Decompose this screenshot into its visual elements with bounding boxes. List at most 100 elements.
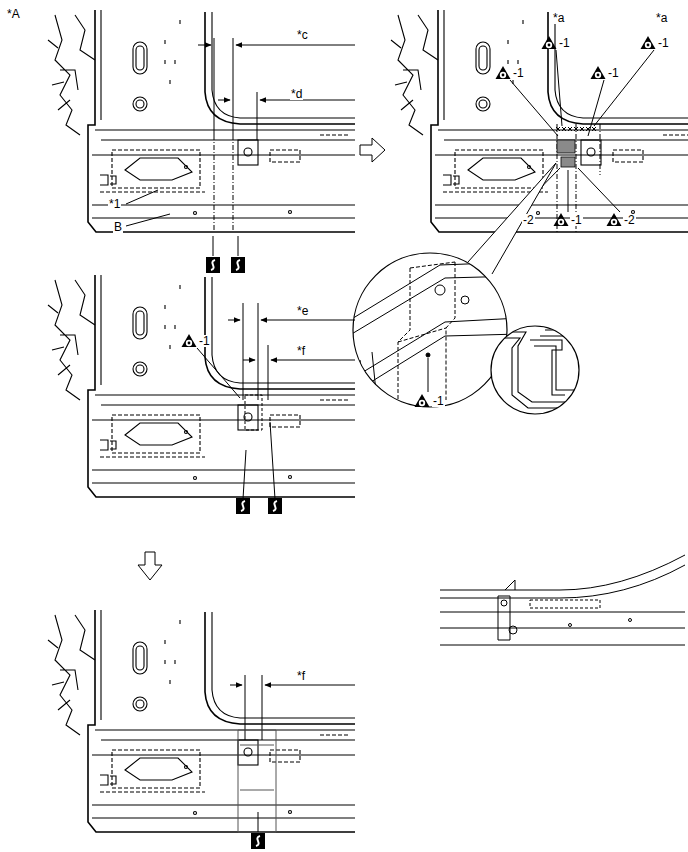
line-art bbox=[353, 253, 507, 407]
line-art bbox=[230, 685, 242, 686]
callout-label: *e bbox=[296, 305, 309, 317]
line-art bbox=[500, 330, 580, 408]
line-art bbox=[218, 100, 230, 101]
line-art bbox=[440, 555, 685, 590]
line-art bbox=[510, 50, 654, 136]
weld-count: -1 bbox=[512, 67, 525, 79]
line-art bbox=[213, 236, 238, 256]
line-art bbox=[557, 124, 600, 232]
line-art bbox=[260, 100, 355, 101]
panel-three bbox=[48, 275, 355, 514]
line-art bbox=[243, 360, 255, 361]
callout-label: *f bbox=[296, 670, 306, 682]
step-arrow bbox=[138, 552, 162, 580]
weld-count: -1 bbox=[432, 395, 445, 407]
line-art bbox=[428, 358, 429, 392]
line-art bbox=[491, 326, 579, 414]
weld-count: -1 bbox=[607, 67, 620, 79]
line-art bbox=[230, 675, 355, 832]
line-art bbox=[126, 38, 355, 256]
callout-label: *a bbox=[552, 12, 565, 24]
line-art bbox=[540, 330, 580, 336]
line-art bbox=[243, 422, 275, 499]
line-art bbox=[461, 296, 469, 304]
line-art bbox=[569, 624, 572, 627]
line-art bbox=[126, 190, 170, 226]
callout-label: *f bbox=[296, 345, 306, 357]
weld-count: -2 bbox=[522, 214, 535, 226]
symbol-instance bbox=[48, 275, 355, 497]
symbol-instance bbox=[415, 394, 430, 407]
line-art bbox=[265, 685, 355, 686]
weld-count: -1 bbox=[657, 37, 670, 49]
symbol-instance bbox=[48, 610, 355, 832]
line-art bbox=[228, 320, 240, 321]
callout-label: *d bbox=[290, 88, 303, 100]
line-art bbox=[243, 303, 268, 400]
symbol-instance bbox=[182, 334, 197, 347]
line-art bbox=[360, 352, 376, 396]
line-art bbox=[240, 745, 274, 790]
line-art bbox=[561, 157, 575, 167]
symbol-instance bbox=[231, 257, 245, 273]
rocker-detail bbox=[440, 555, 685, 645]
symbol-instance bbox=[554, 213, 569, 226]
line-art bbox=[238, 730, 276, 832]
line-art bbox=[557, 140, 575, 153]
line-art bbox=[501, 600, 507, 606]
callout-label: *a bbox=[655, 12, 668, 24]
callout-label: *c bbox=[296, 29, 309, 41]
symbol-instance bbox=[496, 66, 511, 79]
section-detail bbox=[491, 326, 580, 414]
line-art bbox=[271, 360, 355, 361]
line-art bbox=[198, 45, 211, 46]
line-art bbox=[214, 135, 233, 232]
line-art bbox=[534, 346, 580, 390]
symbol-instance bbox=[542, 36, 557, 49]
panel-one bbox=[48, 10, 355, 273]
line-art bbox=[197, 348, 240, 398]
line-art bbox=[500, 338, 580, 408]
symbol-instance bbox=[641, 36, 656, 49]
line-art bbox=[505, 580, 515, 590]
callout-label: *1 bbox=[108, 198, 121, 210]
line-art bbox=[530, 600, 600, 608]
weld-count: -1 bbox=[558, 37, 571, 49]
panel-four bbox=[48, 610, 355, 849]
symbol-instance bbox=[268, 498, 282, 514]
symbol-instance bbox=[48, 10, 355, 232]
line-art bbox=[261, 320, 355, 321]
line-art bbox=[258, 812, 259, 832]
line-art bbox=[214, 38, 257, 140]
callout-label: *A bbox=[6, 8, 21, 20]
line-art bbox=[410, 262, 455, 268]
panel-two bbox=[391, 10, 688, 232]
line-art bbox=[505, 332, 580, 402]
weld-count: B bbox=[113, 221, 123, 233]
line-art bbox=[426, 353, 430, 357]
line-art bbox=[197, 303, 355, 499]
line-art bbox=[440, 565, 685, 598]
symbol-instance bbox=[607, 213, 622, 226]
symbol-instance bbox=[591, 66, 606, 79]
line-art bbox=[398, 262, 455, 400]
symbol-instance bbox=[206, 257, 220, 273]
line-art bbox=[509, 626, 517, 634]
line-art bbox=[629, 619, 632, 622]
symbol-instance bbox=[391, 10, 688, 232]
line-art bbox=[435, 285, 445, 295]
weld-count: -1 bbox=[570, 214, 583, 226]
line-art bbox=[236, 45, 355, 46]
weld-count: -2 bbox=[623, 214, 636, 226]
line-art bbox=[530, 340, 565, 395]
symbol-instance bbox=[236, 498, 250, 514]
step-arrow bbox=[360, 138, 385, 162]
symbol-instance bbox=[251, 833, 265, 849]
line-art bbox=[468, 163, 556, 274]
line-art bbox=[440, 612, 685, 645]
line-art bbox=[245, 395, 262, 430]
weld-count: -1 bbox=[198, 335, 211, 347]
line-art bbox=[498, 596, 510, 640]
